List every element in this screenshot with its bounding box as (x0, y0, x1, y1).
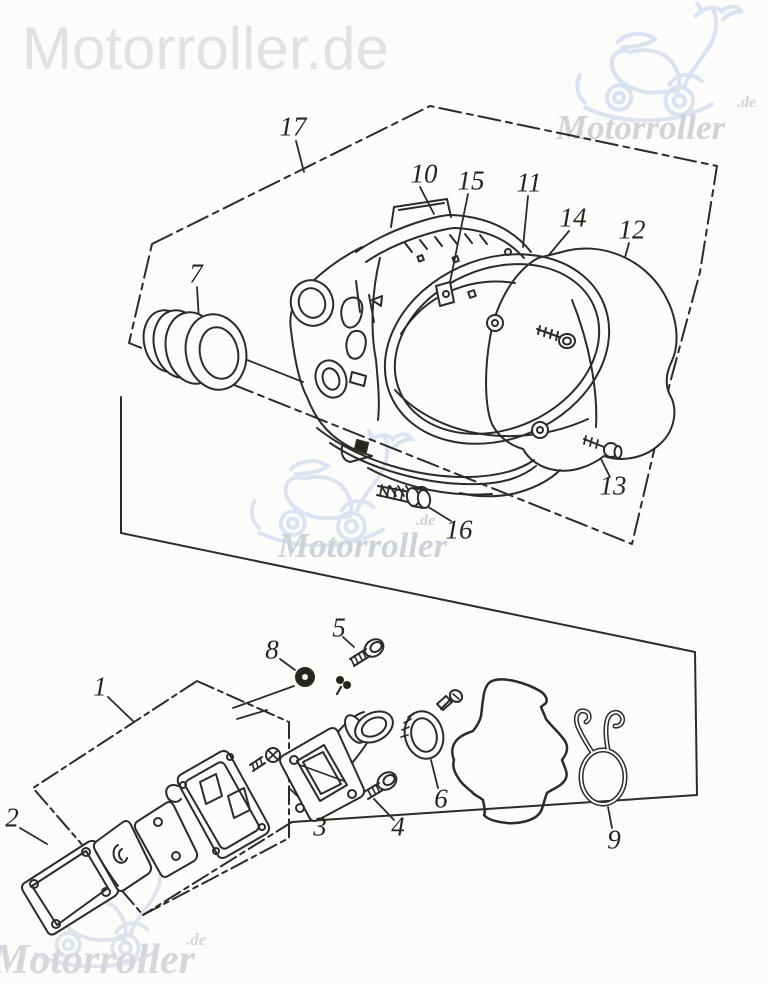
watermark-tld-middle: .de (416, 512, 436, 529)
hose-clamp (400, 689, 464, 760)
bolt-16 (376, 484, 432, 509)
reed-valve-block (165, 750, 271, 859)
cover-screw (486, 314, 576, 439)
watermark-motorroller-top-right: Motorroller (556, 108, 726, 147)
watermark-tld-bottom-left: .de (186, 930, 207, 949)
assembly-border-1 (32, 680, 290, 916)
watermark-motorroller-top-left: Motorroller.de (22, 15, 389, 82)
outer-cover (485, 247, 678, 472)
watermark-tld-top-right: .de (737, 94, 757, 111)
scooter-logo-top-right (575, 1, 745, 122)
joint-boot-outline (451, 678, 569, 825)
screw-13 (583, 435, 623, 459)
assembly-border-lower-outer (120, 396, 698, 916)
filter-housing (289, 198, 561, 499)
intake-assembly (21, 638, 628, 936)
intake-bellows (142, 309, 248, 391)
air-filter-assembly (142, 198, 678, 509)
reed-plate-b (133, 801, 199, 878)
vent-nipple (336, 676, 351, 689)
reed-plate-a (92, 820, 153, 892)
intake-manifold (279, 676, 394, 822)
watermark-motorroller-middle: Motorroller (278, 526, 448, 565)
grommet-8 (295, 667, 315, 687)
scooter-logo-middle (249, 429, 415, 547)
watermark-motorroller-bottom-left: Motorroller (0, 937, 196, 983)
reed-screw (249, 747, 281, 772)
bolt-4 (363, 771, 398, 800)
wire-clip-9 (573, 708, 628, 807)
bolt-5 (349, 638, 385, 667)
